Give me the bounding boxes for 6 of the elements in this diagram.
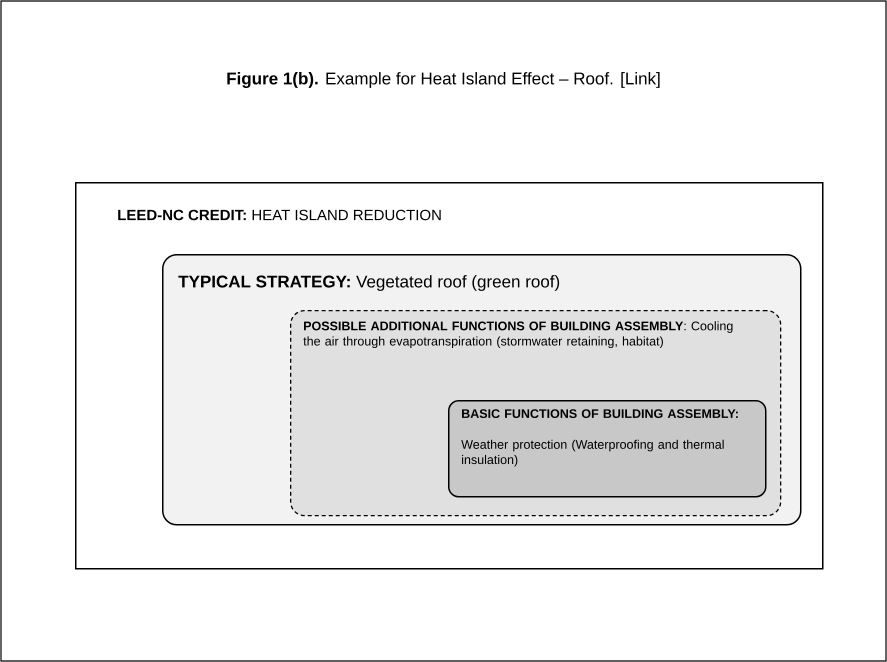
heading-text: BASIC FUNCTIONS OF BUILDING ASSEMBLY: bbox=[462, 409, 738, 418]
figure-title: Figure 1(b). Example for Heat Island Effect – Roof. [Link] bbox=[227, 72, 660, 88]
box-text: TYPICAL STRATEGY: Vegetated roof (green roof) bbox=[178, 275, 560, 291]
box-text: POSSIBLE ADDITIONAL FUNCTIONS OF BUILDING ASSEMBLY: Cooling the air through evapotranspiration (stormwater retaining, habitat) bbox=[303, 321, 733, 348]
box-text: LEED-NC CREDIT: HEAT ISLAND REDUCTION bbox=[118, 210, 441, 220]
box-text: Weather protection (Waterproofing and thermal insulation) bbox=[461, 440, 724, 467]
